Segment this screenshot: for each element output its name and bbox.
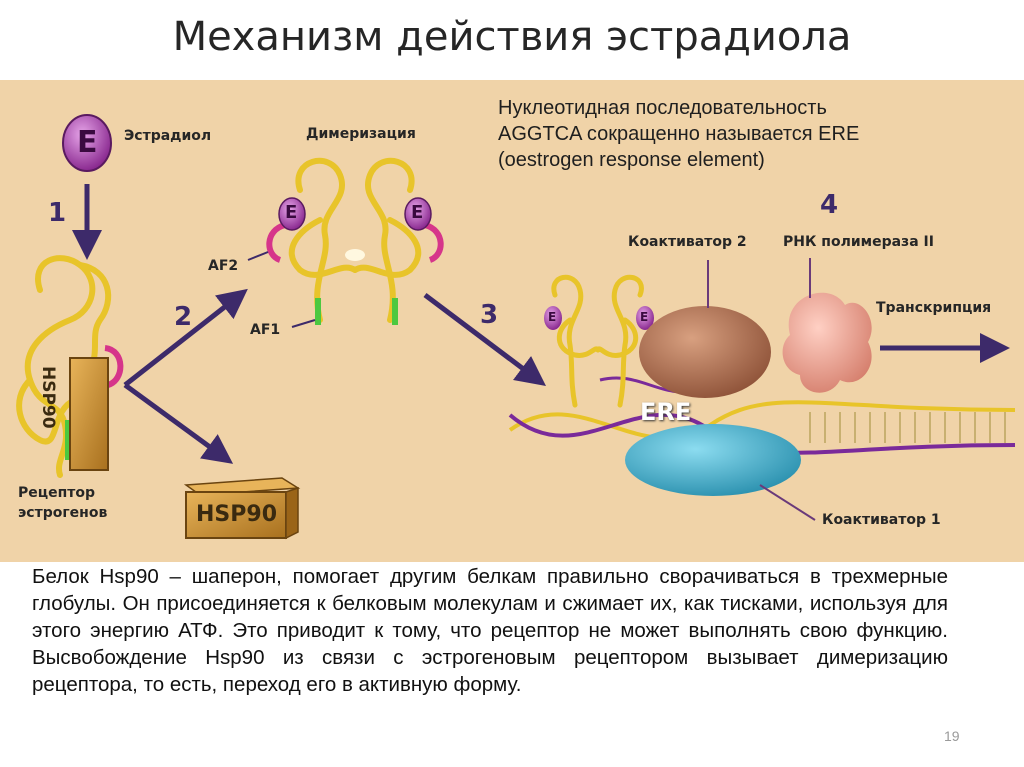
estradiol-molecule — [62, 114, 112, 172]
receptor-label-line1: Рецептор — [18, 485, 96, 501]
diagram-panel: Нуклеотидная последовательность AGGTCA с… — [0, 80, 1024, 562]
ere-note-line: (oestrogen response element) — [498, 149, 765, 171]
dimer-protein — [288, 157, 422, 323]
dimer-af2-left — [266, 222, 287, 263]
bound-dimer — [551, 274, 644, 408]
estradiol-label: Эстрадиол — [124, 128, 212, 144]
receptor-label-line2: эстрогенов — [18, 505, 108, 521]
bound-estradiol-right — [636, 306, 654, 330]
coactivator-1-pointer — [759, 484, 816, 521]
transcription-label: Транскрипция — [876, 300, 992, 316]
ere-note-line: Нуклеотидная последовательность — [498, 97, 827, 119]
dimer-center-bond — [345, 249, 365, 261]
hsp90-free-box — [185, 491, 287, 539]
ere-note-line: AGGTCA сокращенно называется ERE — [498, 123, 860, 145]
step-2-number: 2 — [174, 302, 193, 332]
ere-label: ERE — [640, 398, 692, 426]
bound-estradiol-letter-left: E — [548, 310, 557, 324]
dna-rungs — [809, 412, 1006, 443]
hsp90-bound-label: HSP90 — [38, 366, 58, 429]
estradiol-letter: E — [77, 125, 98, 160]
hsp90-free-box-side — [285, 486, 299, 540]
dimer-af2-right — [423, 222, 444, 263]
arrow-step-2-down — [123, 382, 234, 464]
af2-pointer — [247, 251, 269, 261]
coactivator-1-shape — [625, 424, 801, 496]
diagram-graphics — [16, 114, 1016, 540]
rna-polymerase-label: РНК полимераза II — [783, 234, 934, 250]
af2-label: AF2 — [208, 258, 239, 274]
af1-label: AF1 — [250, 322, 281, 338]
page-number: 19 — [944, 728, 960, 744]
hsp90-description: Белок Hsp90 – шаперон, помогает другим б… — [32, 565, 948, 696]
bound-estradiol-left — [544, 306, 562, 330]
coactivator-1-label: Коактиватор 1 — [822, 512, 941, 528]
hsp90-free-label: HSP90 — [196, 502, 277, 527]
arrow-step-3 — [423, 293, 546, 387]
step-4-number: 4 — [820, 190, 839, 220]
bound-estradiol-letter-right: E — [640, 310, 649, 324]
dimerization-label: Димеризация — [306, 126, 416, 142]
step-1-number: 1 — [48, 198, 67, 228]
step-3-number: 3 — [480, 300, 499, 330]
arrow-step-2-up — [123, 288, 248, 387]
dimer-estradiol-right — [404, 197, 432, 231]
ere-note: Нуклеотидная последовательность AGGTCA с… — [498, 95, 998, 173]
af1-pointer — [291, 319, 316, 328]
receptor-af2-segment — [104, 345, 124, 388]
dimer-estradiol-letter-right: E — [411, 202, 424, 223]
dimer-estradiol-letter-left: E — [285, 202, 298, 223]
rna-polymerase-shape — [782, 292, 872, 393]
coactivator-2-label: Коактиватор 2 — [628, 234, 747, 250]
slide-title: Механизм действия эстрадиола — [172, 14, 852, 60]
coactivator-2-shape — [639, 306, 771, 398]
dimer-estradiol-left — [278, 197, 306, 231]
hsp90-bound-box — [69, 357, 109, 471]
